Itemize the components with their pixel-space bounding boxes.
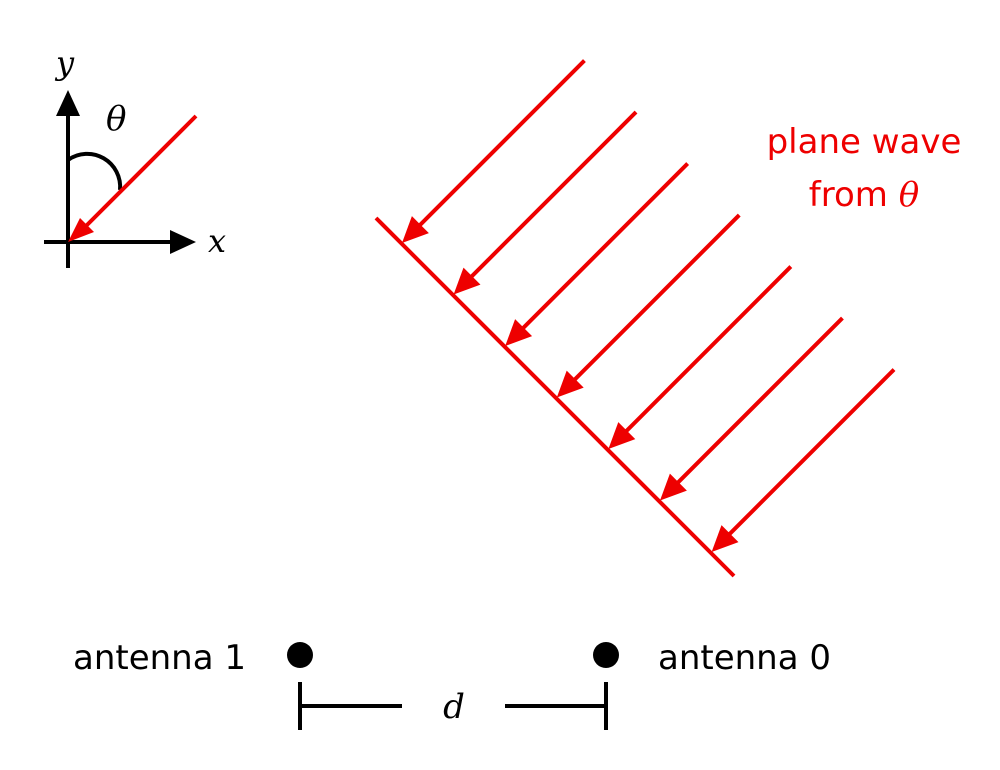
wave-label-line1: plane wave [767, 122, 962, 162]
wave-label-from: from [809, 175, 899, 215]
wave-arrow-shaft [467, 110, 638, 281]
y-axis-arrowhead [56, 90, 80, 116]
wave-arrow-shaft [570, 213, 741, 384]
y-axis-label: y [54, 44, 75, 82]
incident-direction-arrowhead [68, 218, 94, 242]
theta-label: θ [106, 99, 126, 139]
wave-arrow-shaft [519, 162, 690, 332]
wavefront-line [374, 216, 736, 578]
wave-arrow-shaft [725, 368, 896, 538]
axes-group [44, 90, 198, 268]
wave-arrowhead [660, 473, 687, 501]
wave-label-line2: from θ [809, 175, 919, 215]
theta-angle-arc [66, 151, 123, 191]
antenna-0-dot [593, 642, 619, 668]
antenna-1-label: antenna 1 [73, 638, 246, 678]
wave-arrowhead [402, 216, 429, 243]
spacing-dimension [298, 682, 608, 730]
incident-direction-arrow [84, 114, 198, 228]
wave-label-theta: θ [899, 175, 919, 215]
wave-arrows-group [402, 59, 896, 552]
wave-arrow-shaft [416, 59, 586, 229]
spacing-label: d [443, 687, 465, 727]
wave-arrowhead [608, 422, 636, 449]
antenna-1-dot [287, 642, 313, 668]
wave-arrowhead [711, 525, 739, 552]
wave-arrowhead [505, 319, 533, 346]
wave-arrowhead [556, 370, 584, 398]
wave-arrow-shaft [622, 265, 793, 435]
wave-arrowhead [453, 267, 481, 295]
wave-arrow-shaft [674, 316, 844, 487]
x-axis-label: x [208, 222, 226, 260]
antenna-0-label: antenna 0 [658, 638, 831, 678]
x-axis-arrowhead [170, 230, 196, 254]
